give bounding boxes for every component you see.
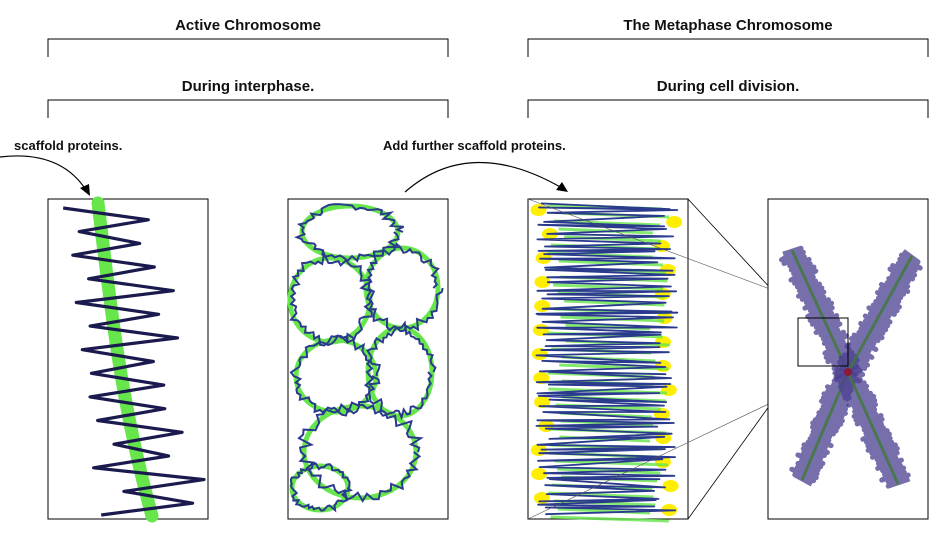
arrow-to-panel-3 [404, 161, 568, 193]
scaffold-proteins-annotation: scaffold proteins. [14, 138, 123, 153]
arrow-to-panel-1 [0, 155, 90, 196]
right-subtitle: During cell division. [656, 78, 800, 95]
bracket-left-subtitle [47, 99, 449, 118]
chromatid-arms [779, 245, 923, 489]
metaphase-x-panel [767, 198, 929, 520]
zoom-region-box [797, 317, 849, 367]
bracket-left-title [47, 38, 449, 57]
condensed-coil-panel [527, 198, 689, 523]
bracket-right-subtitle [527, 99, 929, 118]
left-subtitle: During interphase. [181, 78, 315, 95]
centromere [844, 368, 852, 376]
coiled-dna [535, 202, 679, 516]
add-scaffold-proteins-annotation: Add further scaffold proteins. [383, 138, 566, 153]
dna-loops [288, 203, 444, 513]
looped-scaffold-panel [287, 198, 449, 520]
interphase-dna-panel [47, 196, 209, 523]
dna-strand [62, 206, 206, 517]
bracket-right-title [527, 38, 929, 57]
left-title: Active Chromosome [175, 17, 321, 34]
right-title: The Metaphase Chromosome [623, 17, 833, 34]
